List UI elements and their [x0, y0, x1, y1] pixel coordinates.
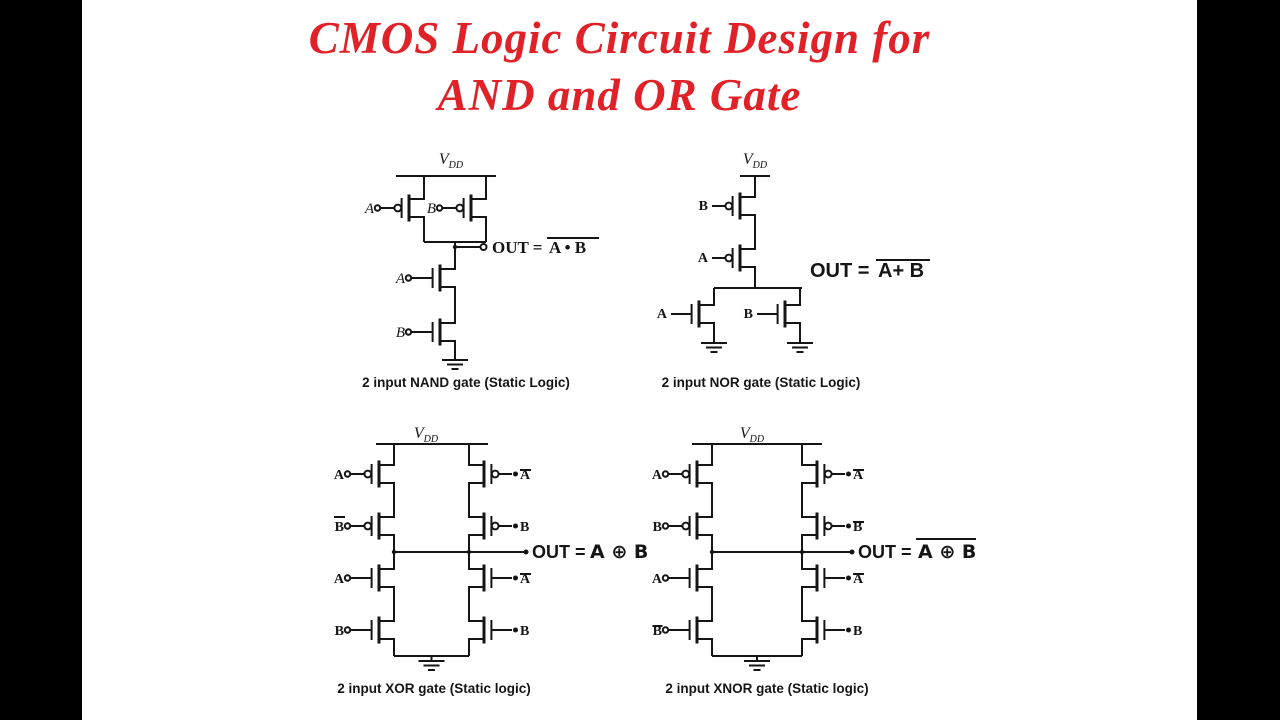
xor-right-label-3: A: [520, 572, 531, 587]
nand-pmos-a-transistor: [375, 182, 424, 234]
xnor-vdd-label: VDD: [740, 425, 765, 445]
nor-nmos-b-label: B: [744, 307, 753, 322]
xor-left-pmos-1: [345, 448, 394, 500]
xnor-ground-symbol: [743, 660, 771, 671]
nand-caption: 2 input NAND gate (Static Logic): [362, 375, 570, 390]
nand-nmos-a-transistor: [406, 252, 455, 304]
xnor-right-nmos-4: [802, 604, 851, 656]
xnor-left-label-2: B: [653, 520, 662, 535]
nor-nmos-b-transistor: [755, 286, 802, 342]
xnor-right-nmos-3: [802, 552, 851, 604]
nor-nmos-a-transistor: [669, 286, 716, 342]
xor-right-pmos-2: [469, 500, 518, 552]
xor-right-nmos-4: [469, 604, 518, 656]
nand-circuit-diagram: VDD A B OUT = A • B A B: [364, 151, 599, 370]
xnor-caption: 2 input XNOR gate (Static logic): [665, 681, 869, 696]
nand-nmos-b-label: B: [396, 325, 405, 341]
xnor-circuit-diagram: VDD A B A B A B A B OUT = A ⊕ B: [652, 425, 976, 671]
xor-left-label-4: B: [335, 624, 344, 639]
xor-right-nmos-3: [469, 552, 518, 604]
nor-circuit-diagram: VDD B A A B OUT = A+ B: [657, 151, 930, 353]
nand-nmos-b-transistor: [406, 306, 455, 358]
nand-pmos-a-label: A: [364, 201, 375, 217]
slide-title: CMOS Logic Circuit Design for AND and OR…: [82, 10, 1197, 124]
nand-output-terminal: [479, 243, 488, 251]
xnor-right-label-4: B: [853, 624, 862, 639]
xnor-right-label-1: A: [853, 468, 864, 483]
xnor-output-terminal: [849, 549, 855, 555]
xor-right-label-2: B: [520, 520, 529, 535]
xor-left-nmos-4: [345, 604, 394, 656]
nor-ground-symbol-left: [700, 342, 728, 353]
nor-vdd-label: VDD: [743, 151, 768, 171]
xor-vdd-label: VDD: [414, 425, 439, 445]
xor-ground-symbol: [417, 660, 446, 671]
slide-canvas: CMOS Logic Circuit Design for AND and OR…: [82, 0, 1197, 720]
nor-out-expression: A+ B: [878, 260, 924, 282]
xnor-left-nmos-4: [663, 604, 712, 656]
xnor-left-nmos-3: [663, 552, 712, 604]
nand-nmos-a-label: A: [395, 271, 406, 287]
nor-nmos-a-label: A: [657, 307, 668, 322]
nand-pmos-b-label: B: [427, 201, 436, 217]
xor-left-label-2: B: [335, 520, 344, 535]
xnor-right-label-3: A: [853, 572, 864, 587]
nand-vdd-label: VDD: [439, 151, 464, 171]
xnor-out-prefix: OUT =: [858, 542, 912, 562]
xnor-right-pmos-1: [802, 448, 851, 500]
xor-right-label-1: A: [520, 468, 531, 483]
nor-pmos-b-label: B: [699, 199, 708, 214]
xor-left-pmos-2: [345, 500, 394, 552]
xnor-left-pmos-1: [663, 448, 712, 500]
nor-pmos-b-transistor: [710, 178, 757, 234]
nand-pmos-b-transistor: [437, 182, 486, 234]
xnor-right-pmos-2: [802, 500, 851, 552]
nor-pmos-a-transistor: [710, 230, 757, 286]
xor-left-label-1: A: [334, 468, 345, 483]
xnor-left-pmos-2: [663, 500, 712, 552]
title-line-2: AND and OR Gate: [437, 70, 802, 120]
nand-out-prefix: OUT =: [492, 238, 542, 257]
nor-out-prefix: OUT =: [810, 260, 869, 282]
xor-out-prefix: OUT =: [532, 542, 586, 562]
xor-circuit-diagram: VDD A B A B A B A B OUT = A ⊕ B: [334, 425, 648, 671]
xnor-left-label-4: B: [653, 624, 662, 639]
nor-ground-symbol-right: [786, 342, 814, 353]
xnor-right-label-2: B: [853, 520, 862, 535]
xor-right-pmos-1: [469, 448, 518, 500]
xor-out-expression: A ⊕ B: [590, 541, 648, 563]
nor-caption: 2 input NOR gate (Static Logic): [661, 375, 861, 390]
nor-pmos-a-label: A: [698, 251, 709, 266]
xor-left-label-3: A: [334, 572, 345, 587]
xor-right-label-4: B: [520, 624, 529, 639]
nand-out-expression: A • B: [549, 238, 586, 257]
xor-caption: 2 input XOR gate (Static logic): [337, 681, 531, 696]
xnor-left-label-1: A: [652, 468, 663, 483]
xnor-left-label-3: A: [652, 572, 663, 587]
xor-output-terminal: [523, 549, 529, 555]
title-line-1: CMOS Logic Circuit Design for: [308, 13, 931, 63]
xor-left-nmos-3: [345, 552, 394, 604]
xnor-out-expression: A ⊕ B: [918, 541, 976, 563]
nand-ground-symbol: [441, 359, 469, 370]
